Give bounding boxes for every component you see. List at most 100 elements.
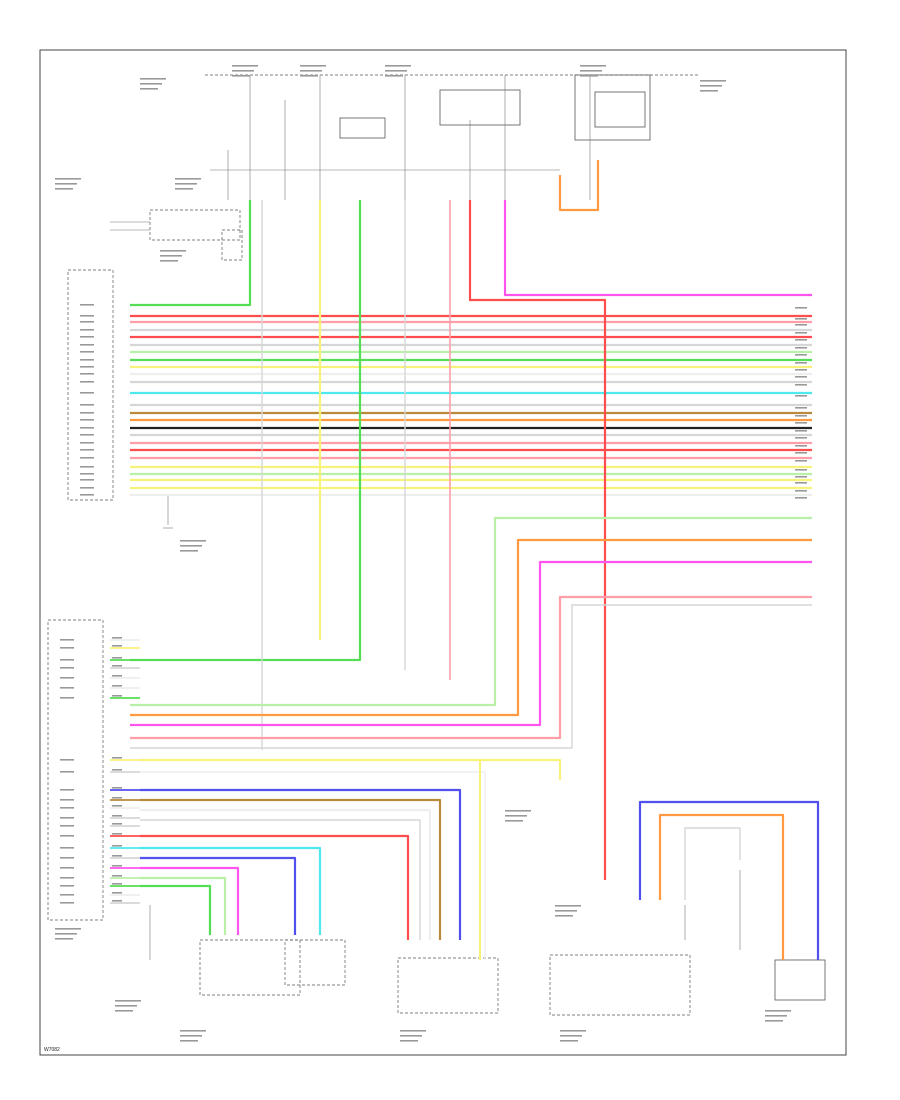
label-mark-118	[505, 810, 531, 812]
label-mark-113	[55, 183, 77, 185]
label-mark-116	[175, 183, 197, 185]
label-mark-125	[180, 1035, 202, 1037]
label-mark-15	[795, 362, 807, 364]
label-mark-78	[60, 835, 74, 837]
label-mark-1	[795, 307, 807, 309]
label-mark-70	[60, 799, 74, 801]
wire-yellow-lower	[140, 758, 562, 780]
label-mark-19	[795, 376, 807, 378]
label-mark-38	[80, 457, 94, 459]
label-mark-115	[175, 178, 201, 180]
label-mark-85	[112, 865, 122, 867]
label-mark-135	[765, 1020, 783, 1022]
label-mark-40	[80, 466, 94, 468]
label-mark-88	[60, 885, 74, 887]
label-mark-8	[80, 336, 94, 338]
wire-white-lower-2	[140, 771, 486, 960]
label-mark-50	[60, 639, 74, 641]
label-mark-60	[60, 687, 74, 689]
label-mark-96	[232, 75, 250, 77]
wire-white-lower	[140, 808, 432, 940]
label-mark-79	[112, 833, 122, 835]
label-mark-121	[555, 905, 581, 907]
label-mark-34	[80, 442, 94, 444]
label-mark-103	[580, 65, 606, 67]
label-mark-7	[795, 332, 807, 334]
label-mark-25	[795, 407, 807, 409]
label-mark-48	[80, 494, 94, 496]
wire-gray-right	[684, 827, 741, 900]
label-mark-49	[795, 497, 807, 499]
label-mark-82	[60, 857, 74, 859]
label-mark-21	[795, 384, 807, 386]
label-mark-32	[80, 434, 94, 436]
label-mark-119	[505, 815, 527, 817]
wire-cyan-lower	[140, 846, 322, 935]
label-mark-28	[80, 419, 94, 421]
wire-gray-lower	[140, 819, 421, 940]
label-mark-110	[700, 85, 722, 87]
label-mark-13	[795, 354, 807, 356]
label-mark-126	[180, 1040, 198, 1042]
wire-orange-branch	[130, 538, 812, 717]
label-mark-76	[60, 825, 74, 827]
label-mark-30	[80, 427, 94, 429]
wire-red-drop	[468, 200, 607, 880]
label-mark-62	[60, 697, 74, 699]
label-mark-51	[112, 637, 122, 639]
label-mark-18	[80, 373, 94, 375]
label-marks	[55, 65, 807, 1042]
label-mark-129	[400, 1040, 418, 1042]
label-mark-111	[700, 90, 718, 92]
label-mark-141	[115, 1010, 133, 1012]
label-mark-58	[60, 677, 74, 679]
label-mark-131	[560, 1035, 582, 1037]
wire-upper-0	[130, 200, 252, 307]
label-mark-107	[140, 83, 162, 85]
label-mark-43	[795, 476, 807, 478]
label-mark-16	[80, 366, 94, 368]
label-mark-47	[795, 490, 807, 492]
label-mark-94	[232, 65, 258, 67]
connector-block-lower	[47, 619, 151, 960]
label-mark-93	[112, 900, 122, 902]
label-mark-36	[80, 449, 94, 451]
label-mark-112	[55, 178, 81, 180]
label-mark-91	[112, 892, 122, 894]
label-mark-98	[300, 70, 322, 72]
label-mark-22	[80, 392, 94, 394]
label-mark-134	[765, 1015, 787, 1017]
label-mark-127	[400, 1030, 426, 1032]
label-mark-63	[112, 695, 122, 697]
label-mark-44	[80, 479, 94, 481]
label-mark-92	[60, 902, 74, 904]
wire-blue-lower-2	[140, 856, 297, 935]
label-mark-74	[60, 817, 74, 819]
label-mark-120	[505, 820, 523, 822]
label-mark-114	[55, 188, 73, 190]
label-mark-24	[80, 404, 94, 406]
wire-orange-loop	[558, 160, 600, 212]
label-mark-102	[385, 75, 403, 77]
label-mark-67	[112, 769, 122, 771]
label-mark-26	[80, 412, 94, 414]
label-mark-12	[80, 351, 94, 353]
label-mark-9	[795, 339, 807, 341]
label-mark-87	[112, 875, 122, 877]
label-mark-69	[112, 787, 122, 789]
label-mark-14	[80, 359, 94, 361]
wire-harness	[110, 160, 820, 960]
label-mark-137	[55, 933, 77, 935]
label-mark-128	[400, 1035, 422, 1037]
wire-lightgreen-branch	[130, 516, 812, 707]
label-mark-42	[80, 473, 94, 475]
label-mark-145	[180, 540, 206, 542]
label-mark-81	[112, 845, 122, 847]
label-mark-100	[385, 65, 411, 67]
footer-code: W7082	[44, 1047, 60, 1053]
fuse-box-top	[205, 74, 700, 200]
label-mark-23	[795, 395, 807, 397]
label-mark-46	[80, 487, 94, 489]
label-mark-83	[112, 855, 122, 857]
